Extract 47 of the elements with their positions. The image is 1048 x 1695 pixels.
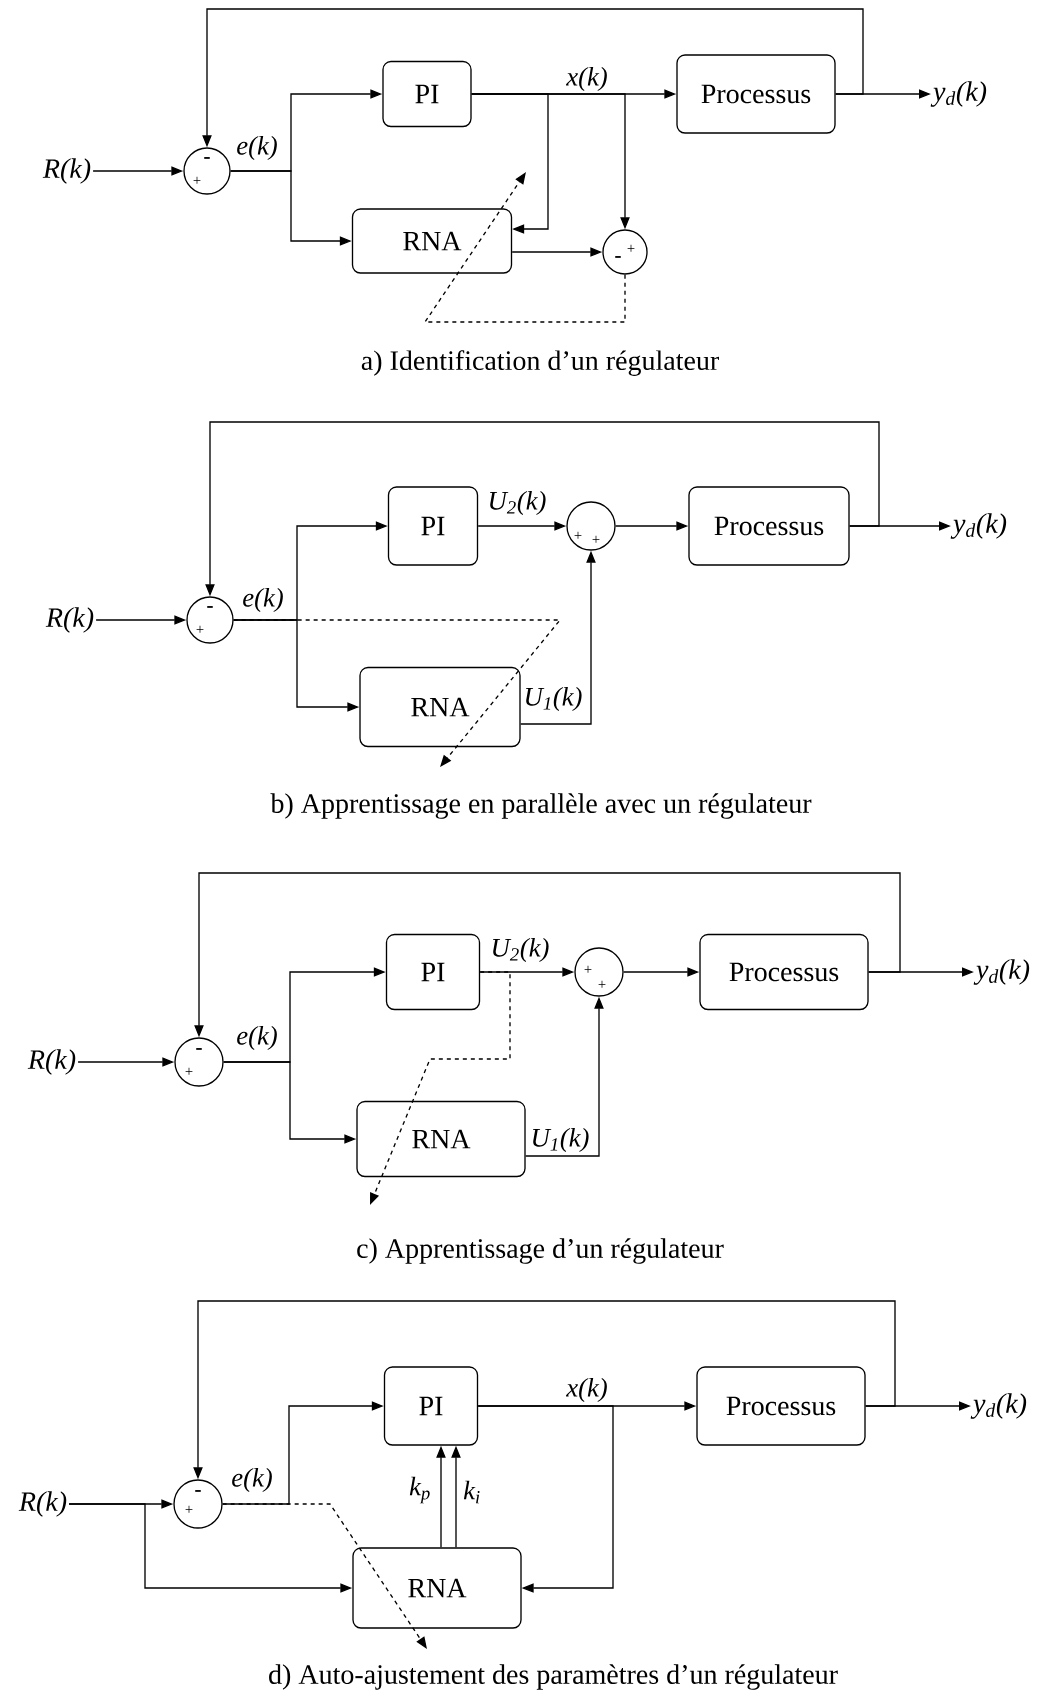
signal-label: R(k) [42,158,91,184]
signal-label: R(k) [27,1049,76,1075]
edge-label: U$_{2}$(k) [486,489,548,517]
edge-label: U$_{1}$(k) [529,1126,591,1154]
process-box: RNA [351,208,513,274]
dashed-arrow [222,1503,427,1649]
caption: d) Auto-ajustement des paramètres d’un régulateur [269,1664,838,1690]
edge-label: e(k) [234,1024,280,1052]
edge-label: k$_{p}$ [407,1475,433,1505]
process-box: PI [383,1366,479,1446]
process-box: PI [385,933,481,1011]
signal-label: R(k) [18,1491,67,1517]
signal-label: y$_{d}$(k) [950,513,1007,539]
edge-label: e(k) [234,134,280,162]
process-box: PI [382,60,472,128]
process-box: RNA [356,1100,526,1178]
caption: c) Apprentissage d’un régulateur [357,1238,724,1264]
summing-junction: - + [186,596,234,644]
process-box: RNA [352,1547,522,1629]
dashed-arrow [423,172,626,323]
summing-junction: + + [574,947,624,997]
arrow [477,1405,614,1593]
edge-label: U$_{1}$(k) [522,685,584,713]
summing-junction: - + [174,1037,224,1087]
process-box: RNA [359,666,521,748]
summing-junction: - + [602,229,648,275]
process-box: Processus [688,486,850,566]
edge-label: e(k) [229,1466,275,1494]
signal-label: y$_{d}$(k) [930,81,987,107]
edge-label: U$_{2}$(k) [489,936,551,964]
signal-label: R(k) [45,607,94,633]
summing-junction: - + [183,147,231,195]
process-box: PI [387,486,479,566]
edge-label: x(k) [564,65,610,93]
process-box: Processus [676,54,836,134]
edge-label: x(k) [564,1376,610,1404]
edge-label: e(k) [240,586,286,614]
summing-junction: - + [173,1479,223,1529]
dashed-arrow [233,619,562,767]
process-box: Processus [696,1366,866,1446]
caption: a) Identification d’un régulateur [361,350,719,376]
caption: b) Apprentissage en parallèle avec un régulateur [270,793,812,819]
signal-label: y$_{d}$(k) [973,959,1030,985]
summing-junction: + + [566,501,616,551]
signal-label: y$_{d}$(k) [970,1393,1027,1419]
process-box: Processus [699,933,869,1011]
edge-label: k$_{i}$ [461,1479,483,1505]
